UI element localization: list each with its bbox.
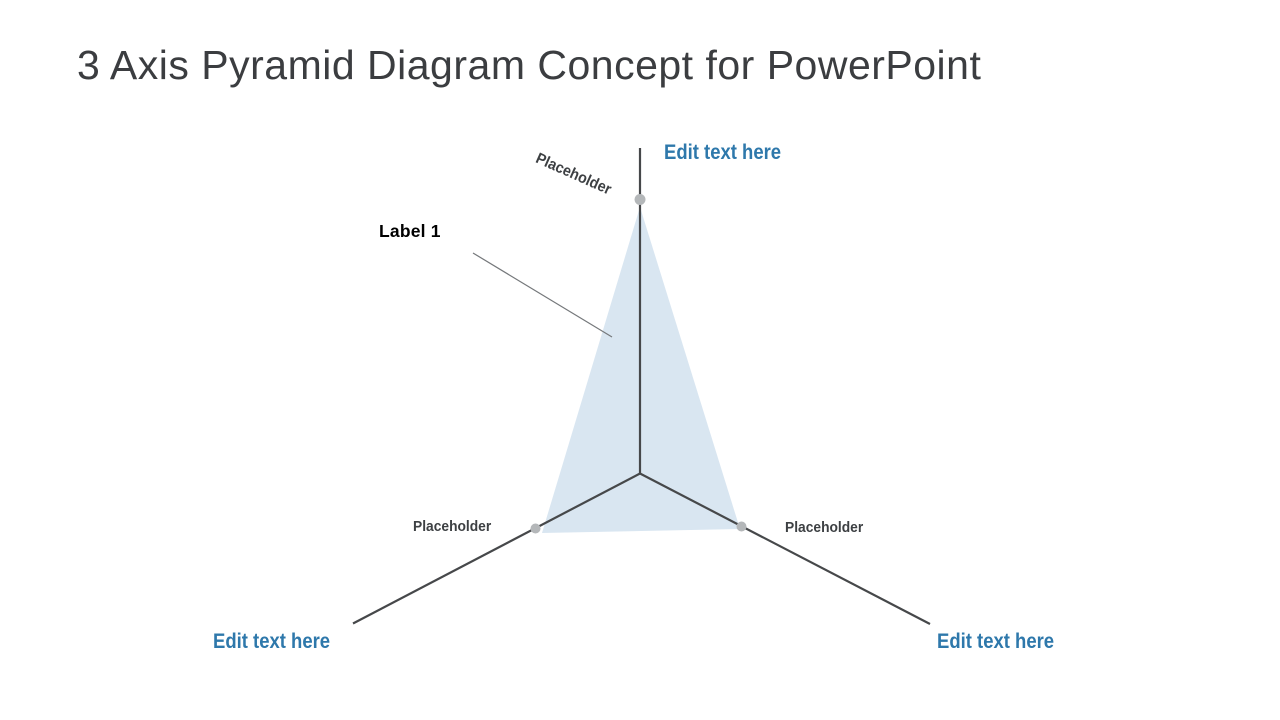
- edit-text-prompt-bottom-right-text: Edit text here: [937, 630, 1055, 653]
- placeholder-label-bottom-left[interactable]: Placeholder: [413, 518, 492, 535]
- node-dot-top: [634, 194, 646, 205]
- placeholder-label-bottom-right[interactable]: Placeholder: [785, 519, 864, 536]
- node-dot-bottom-left: [530, 523, 541, 534]
- axis-line-bottom-left: [352, 472, 641, 625]
- callout-leader-line: [472, 252, 613, 338]
- edit-text-prompt-top-text: Edit text here: [664, 141, 782, 164]
- edit-text-prompt-top[interactable]: Edit text here: [664, 141, 797, 164]
- callout-label[interactable]: Label 1: [379, 221, 441, 241]
- node-dot-bottom-right: [736, 521, 747, 532]
- slide-title[interactable]: 3 Axis Pyramid Diagram Concept for Power…: [77, 42, 982, 88]
- edit-text-prompt-bottom-left[interactable]: Edit text here: [213, 630, 346, 653]
- axis-line-bottom-right: [639, 472, 931, 625]
- edit-text-prompt-bottom-right[interactable]: Edit text here: [937, 630, 1070, 653]
- edit-text-prompt-bottom-left-text: Edit text here: [213, 630, 331, 653]
